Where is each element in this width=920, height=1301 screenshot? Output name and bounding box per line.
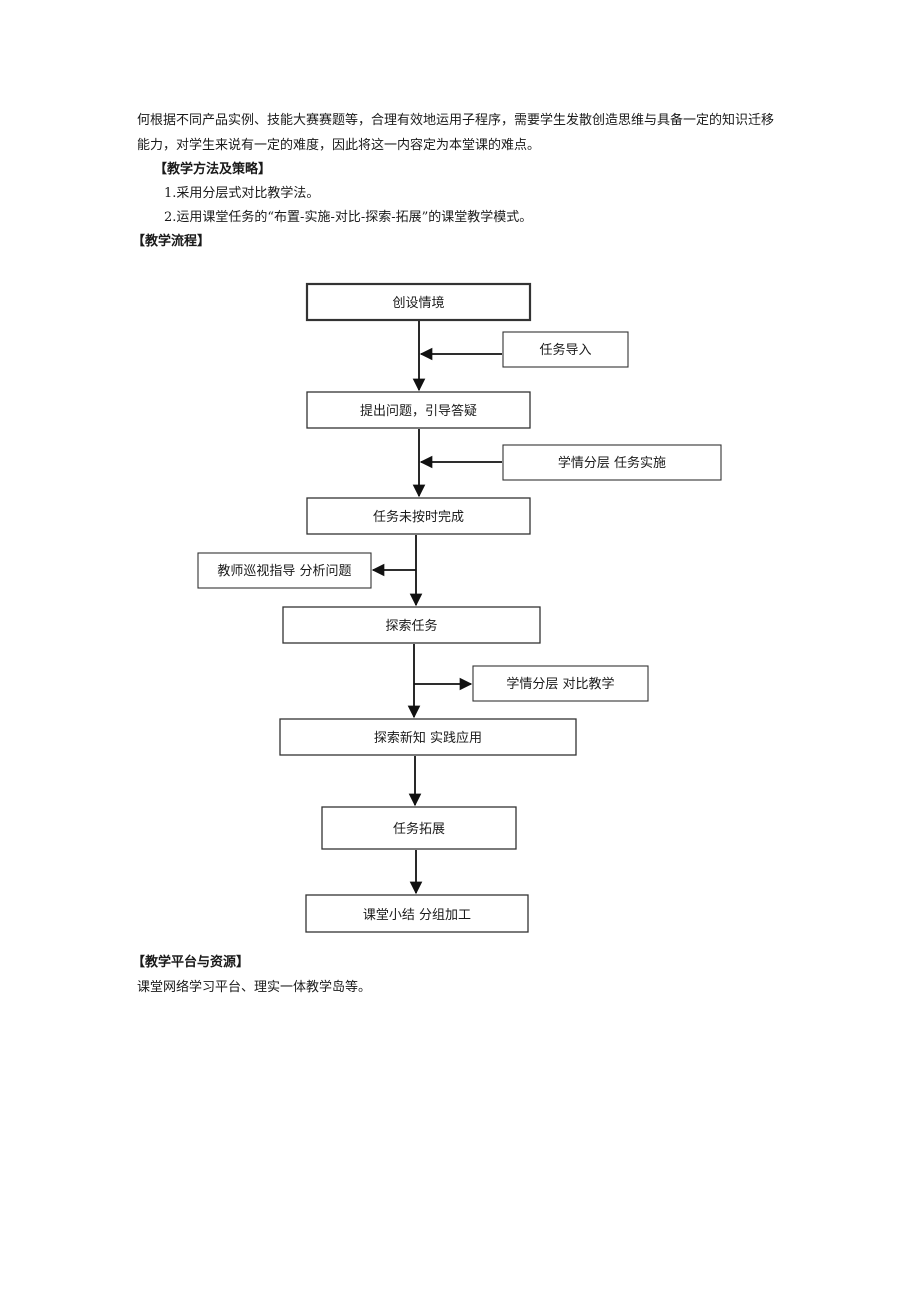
flow-note-teacher-guidance: 教师巡视指导 分析问题 <box>197 552 372 589</box>
flow-note-label: 任务导入 <box>539 342 591 358</box>
flow-step-label: 探索任务 <box>385 618 437 634</box>
methods-item-2: 2.运用课堂任务的“布置-实施-对比-探索-拓展”的课堂教学模式。 <box>164 210 533 225</box>
flow-note-label: 教师巡视指导 分析问题 <box>217 563 351 579</box>
methods-item-1: 1.采用分层式对比教学法。 <box>164 186 320 201</box>
process-heading: 【教学流程】 <box>132 234 211 249</box>
flow-note-layered-implementation: 学情分层 任务实施 <box>502 444 722 481</box>
flow-note-label: 学情分层 对比教学 <box>506 676 614 692</box>
flow-step-label: 创设情境 <box>392 296 444 311</box>
intro-line-2: 能力，对学生来说有一定的难度，因此将这一内容定为本堂课的难点。 <box>137 138 541 153</box>
intro-line-1: 何根据不同产品实例、技能大赛赛题等，合理有效地运用子程序，需要学生发散创造思维与… <box>137 113 775 128</box>
flow-step-explore-task: 探索任务 <box>282 606 541 644</box>
flow-step-task-incomplete: 任务未按时完成 <box>306 497 531 535</box>
platform-text: 课堂网络学习平台、理实一体教学岛等。 <box>137 980 372 995</box>
flow-step-label: 提出问题，引导答疑 <box>360 403 477 419</box>
flow-note-layered-comparison: 学情分层 对比教学 <box>472 665 649 702</box>
flow-step-raise-questions: 提出问题，引导答疑 <box>306 391 531 429</box>
flow-step-task-extension: 任务拓展 <box>321 806 517 850</box>
flow-step-class-summary: 课堂小结 分组加工 <box>305 894 529 933</box>
flow-note-label: 学情分层 任务实施 <box>558 455 666 471</box>
flow-step-label: 任务未按时完成 <box>373 509 464 525</box>
methods-heading: 【教学方法及策略】 <box>154 162 272 177</box>
flow-step-label: 课堂小结 分组加工 <box>363 908 471 923</box>
flow-step-explore-new-knowledge: 探索新知 实践应用 <box>279 718 577 756</box>
flow-note-task-introduction: 任务导入 <box>502 331 629 368</box>
flow-step-label: 任务拓展 <box>393 821 445 837</box>
platform-heading: 【教学平台与资源】 <box>132 955 250 970</box>
flow-step-label: 探索新知 实践应用 <box>374 730 482 746</box>
flow-step-create-scenario: 创设情境 <box>305 282 532 322</box>
